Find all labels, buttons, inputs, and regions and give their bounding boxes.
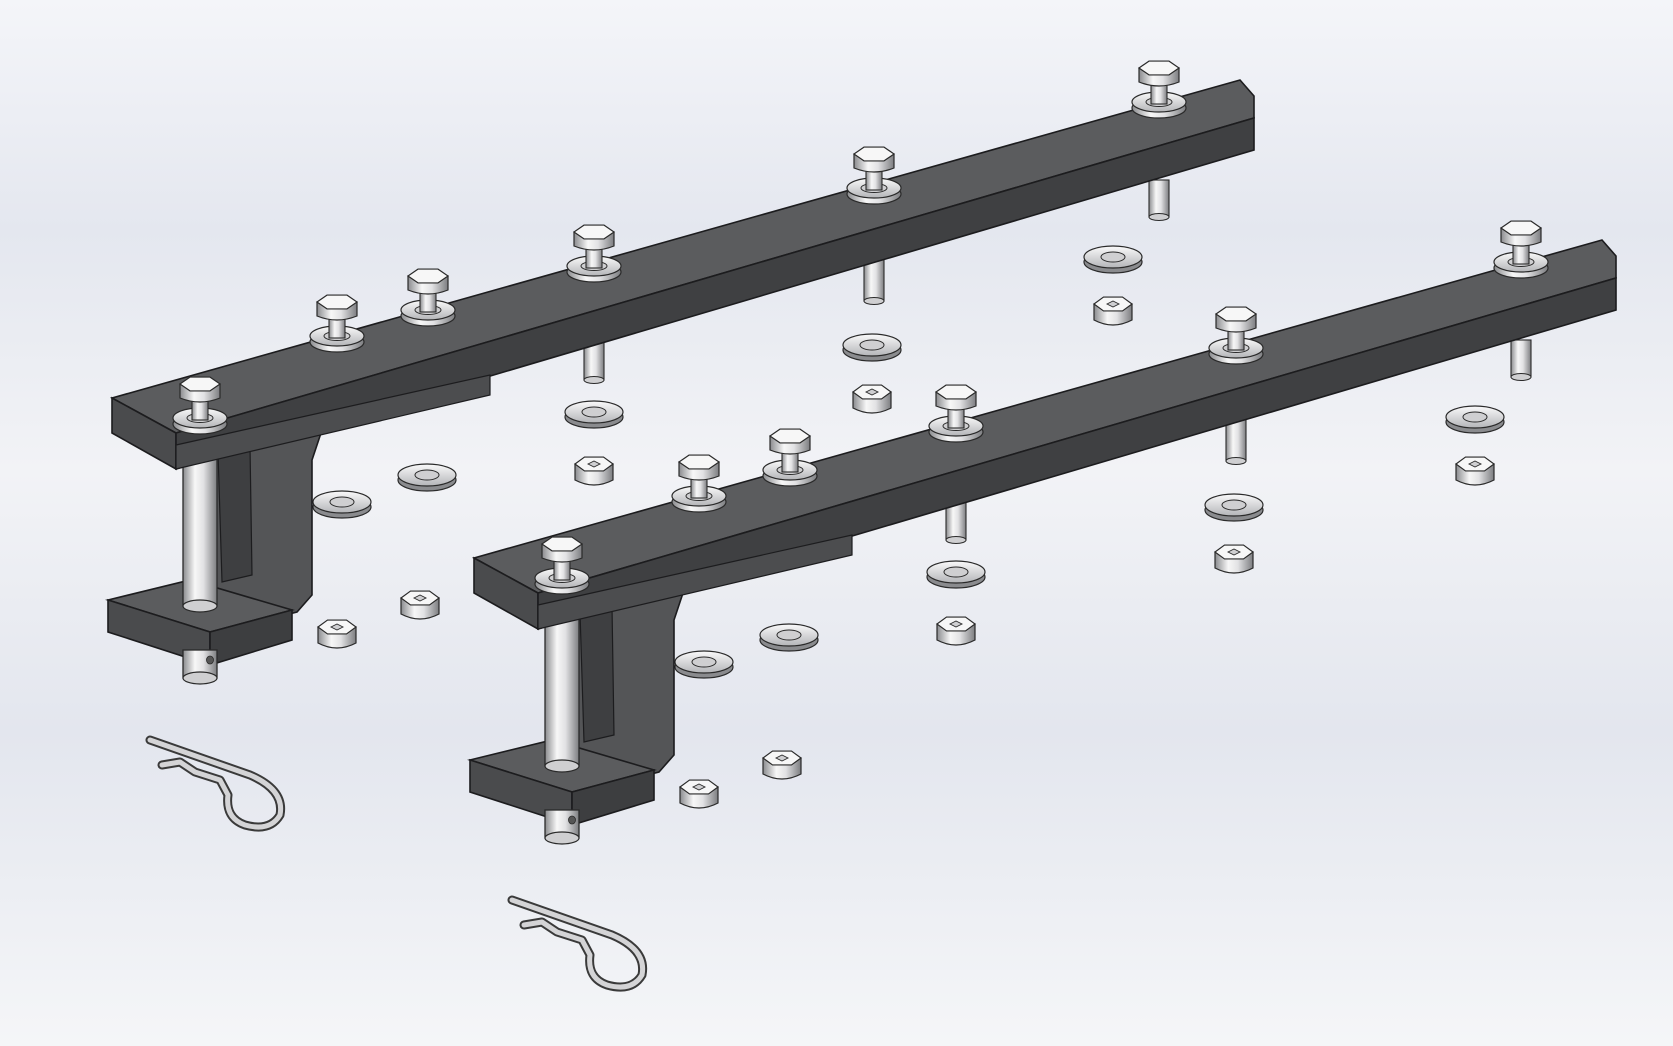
hitch-pin-clip-icon [145, 735, 286, 832]
hex-nut-icon [399, 590, 441, 620]
flat-washer-icon [674, 650, 734, 679]
hex-bolt-icon [400, 268, 456, 327]
rear-bracket-assembly [105, 60, 1255, 832]
hex-bolt-icon [309, 294, 365, 353]
hex-nut-icon [761, 750, 803, 780]
hex-nut-icon [851, 384, 893, 414]
loose-hardware [674, 405, 1505, 809]
clevis-pin-tip [544, 809, 580, 845]
hex-nut-icon [1454, 456, 1496, 486]
flat-washer-icon [1083, 245, 1143, 274]
hex-nut-icon [1092, 296, 1134, 326]
hitch-pin-clip-icon [507, 895, 648, 992]
hex-bolt-icon [534, 536, 590, 595]
clevis-pin-tip [182, 649, 218, 685]
loose-hardware [312, 245, 1143, 649]
bracket-bar-top [109, 79, 1255, 434]
flat-washer-icon [1445, 405, 1505, 434]
bolt-shaft [1510, 339, 1532, 378]
hanger-slot [217, 445, 253, 583]
flat-washer-icon [759, 623, 819, 652]
hex-bolt-icon [928, 384, 984, 443]
bolt-shaft [1148, 179, 1170, 218]
hex-nut-icon [316, 619, 358, 649]
flat-washer-icon [926, 560, 986, 589]
hex-bolt-icon [762, 428, 818, 487]
bracket-rib [537, 534, 853, 630]
hex-bolt-icon [1493, 220, 1549, 279]
hex-bolt-icon [172, 376, 228, 435]
bolt-row [172, 60, 1187, 435]
hex-bolt-icon [671, 454, 727, 513]
flat-washer-icon [1204, 493, 1264, 522]
hex-bolt-icon [846, 146, 902, 205]
bracket-rib [175, 374, 491, 470]
front-bracket-assembly [467, 220, 1617, 992]
clevis-pin-icon [182, 449, 218, 613]
hex-nut-icon [935, 616, 977, 646]
hex-nut-icon [1213, 544, 1255, 574]
hex-bolt-icon [1208, 306, 1264, 365]
flat-washer-icon [564, 400, 624, 429]
flat-washer-icon [842, 333, 902, 362]
hex-bolt-icon [1131, 60, 1187, 119]
clevis-pin-icon [544, 609, 580, 773]
hex-bolt-icon [566, 224, 622, 283]
flat-washer-icon [397, 463, 457, 492]
hanger-slot [579, 605, 615, 743]
hex-nut-icon [678, 779, 720, 809]
bolt-row [534, 220, 1549, 595]
flat-washer-icon [312, 490, 372, 519]
hex-nut-icon [573, 456, 615, 486]
